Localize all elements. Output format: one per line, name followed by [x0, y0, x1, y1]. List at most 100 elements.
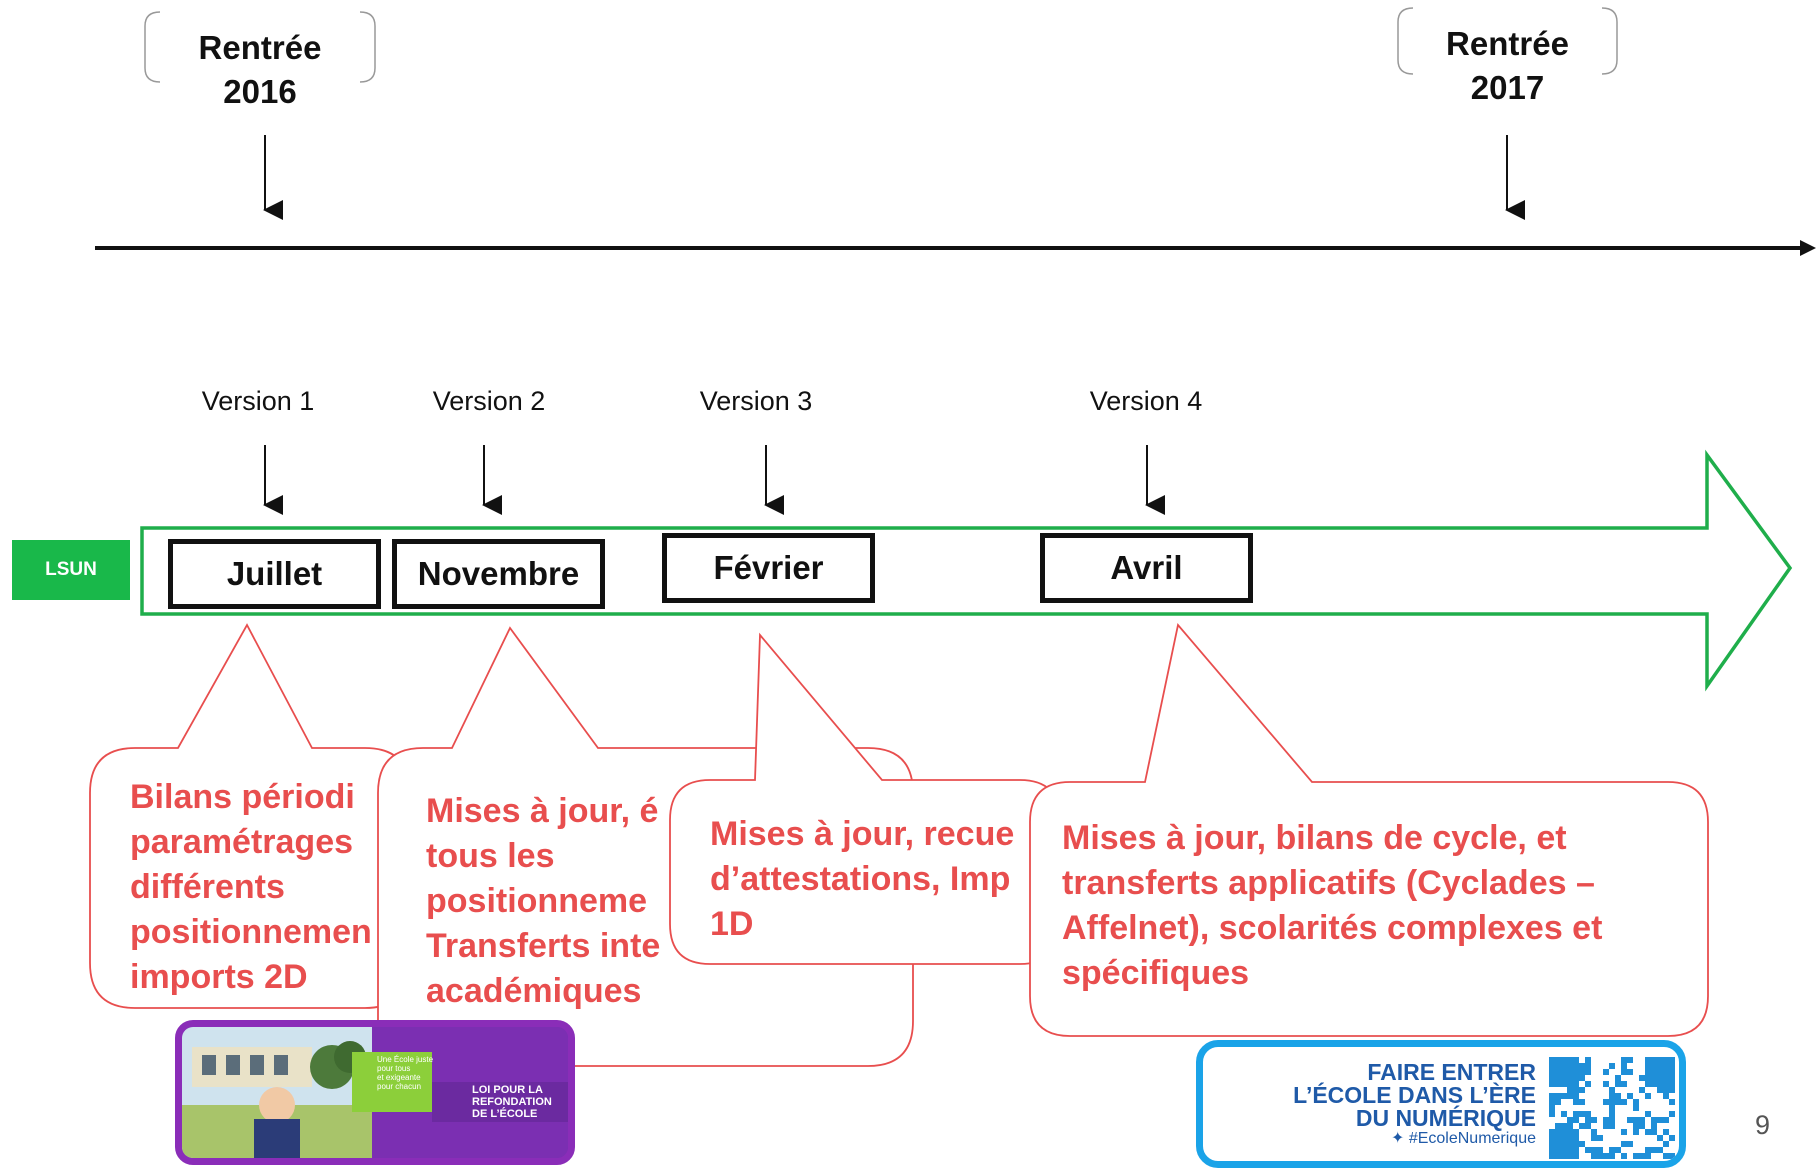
qr-cell	[1573, 1099, 1579, 1105]
qr-cell	[1609, 1105, 1615, 1111]
qr-cell	[1645, 1057, 1651, 1063]
qr-cell	[1603, 1117, 1609, 1123]
qr-cell	[1579, 1075, 1585, 1081]
qr-cell	[1579, 1069, 1585, 1075]
callout-1-line: Bilans périodi	[130, 778, 355, 816]
qr-cell	[1621, 1057, 1627, 1063]
qr-cell	[1663, 1129, 1669, 1135]
qr-cell	[1549, 1075, 1555, 1081]
qr-cell	[1657, 1081, 1663, 1087]
callout-1-line: positionnemen	[130, 913, 372, 951]
loi-title: LOI POUR LA REFONDATION DE L’ÉCOLE	[472, 1084, 552, 1120]
qr-cell	[1549, 1069, 1555, 1075]
qr-cell	[1585, 1069, 1591, 1075]
qr-cell	[1555, 1093, 1561, 1099]
qr-cell	[1573, 1087, 1579, 1093]
callout-3-line: Mises à jour, recue	[710, 815, 1015, 853]
qr-cell	[1585, 1117, 1591, 1123]
qr-cell	[1645, 1147, 1651, 1153]
callout-1-text: Bilans périodi paramétrages différents p…	[130, 775, 378, 1000]
version-3-label: Version 3	[699, 386, 813, 416]
qr-cell	[1567, 1135, 1573, 1141]
qr-cell	[1615, 1147, 1621, 1153]
qr-cell	[1555, 1081, 1561, 1087]
rentree-2017-label: Rentrée 2017	[1400, 22, 1615, 110]
callout-1-line: imports 2D	[130, 958, 308, 996]
rentree-2016-label: Rentrée 2016	[150, 26, 370, 114]
qr-cell	[1657, 1117, 1663, 1123]
qr-cell	[1615, 1093, 1621, 1099]
qr-cell	[1621, 1063, 1627, 1069]
qr-cell	[1567, 1129, 1573, 1135]
bird-icon: ✦	[1390, 1130, 1405, 1147]
numerique-line: L’ÉCOLE DANS L’ÈRE	[1293, 1082, 1536, 1108]
qr-cell	[1603, 1153, 1609, 1159]
qr-cell	[1645, 1111, 1651, 1117]
qr-cell	[1609, 1153, 1615, 1159]
qr-cell	[1657, 1057, 1663, 1063]
qr-cell	[1573, 1075, 1579, 1081]
qr-cell	[1579, 1063, 1585, 1069]
qr-cell	[1549, 1057, 1555, 1063]
qr-code-icon	[1549, 1057, 1675, 1159]
qr-cell	[1591, 1147, 1597, 1153]
qr-cell	[1555, 1123, 1561, 1129]
qr-cell	[1669, 1087, 1675, 1093]
qr-cell	[1555, 1153, 1561, 1159]
qr-cell	[1669, 1081, 1675, 1087]
loi-title-line: LOI POUR LA	[472, 1084, 543, 1096]
loi-tagline-line: pour chacun	[377, 1082, 422, 1091]
qr-cell	[1573, 1147, 1579, 1153]
qr-cell	[1633, 1099, 1639, 1105]
qr-cell	[1627, 1117, 1633, 1123]
callout-1-line: paramétrages	[130, 823, 354, 861]
qr-cell	[1645, 1075, 1651, 1081]
qr-cell	[1669, 1069, 1675, 1075]
qr-cell	[1585, 1111, 1591, 1117]
qr-cell	[1561, 1093, 1567, 1099]
qr-cell	[1591, 1135, 1597, 1141]
qr-cell	[1591, 1153, 1597, 1159]
qr-cell	[1573, 1135, 1579, 1141]
qr-cell	[1567, 1075, 1573, 1081]
qr-cell	[1579, 1099, 1585, 1105]
qr-cell	[1627, 1069, 1633, 1075]
qr-cell	[1645, 1063, 1651, 1069]
page-number: 9	[1755, 1110, 1771, 1140]
qr-cell	[1561, 1135, 1567, 1141]
qr-cell	[1597, 1153, 1603, 1159]
qr-cell	[1573, 1081, 1579, 1087]
qr-cell	[1669, 1075, 1675, 1081]
callout-bubble-3	[669, 632, 1061, 965]
qr-cell	[1567, 1117, 1573, 1123]
qr-cell	[1651, 1129, 1657, 1135]
lsun-badge: LSUN	[12, 540, 130, 600]
qr-cell	[1573, 1129, 1579, 1135]
loi-title-line: DE L’ÉCOLE	[472, 1108, 538, 1120]
qr-cell	[1669, 1057, 1675, 1063]
qr-cell	[1639, 1153, 1645, 1159]
qr-cell	[1651, 1057, 1657, 1063]
qr-cell	[1627, 1057, 1633, 1063]
callout-4-line: Mises à jour, bilans de cycle, et	[1062, 819, 1567, 857]
qr-cell	[1603, 1081, 1609, 1087]
qr-cell	[1549, 1141, 1555, 1147]
qr-cell	[1621, 1081, 1627, 1087]
qr-cell	[1567, 1093, 1573, 1099]
qr-cell	[1585, 1063, 1591, 1069]
qr-cell	[1621, 1129, 1627, 1135]
qr-cell	[1609, 1063, 1615, 1069]
numerique-line: DU NUMÉRIQUE	[1355, 1105, 1536, 1131]
callout-2-line: Transferts inte	[426, 927, 661, 965]
qr-cell	[1579, 1141, 1585, 1147]
qr-cell	[1663, 1057, 1669, 1063]
qr-cell	[1555, 1141, 1561, 1147]
qr-cell	[1663, 1069, 1669, 1075]
version-2-label: Version 2	[432, 386, 546, 416]
version-4-label: Version 4	[1089, 386, 1203, 416]
qr-cell	[1549, 1153, 1555, 1159]
qr-cell	[1603, 1069, 1609, 1075]
qr-cell	[1567, 1057, 1573, 1063]
qr-cell	[1657, 1147, 1663, 1153]
